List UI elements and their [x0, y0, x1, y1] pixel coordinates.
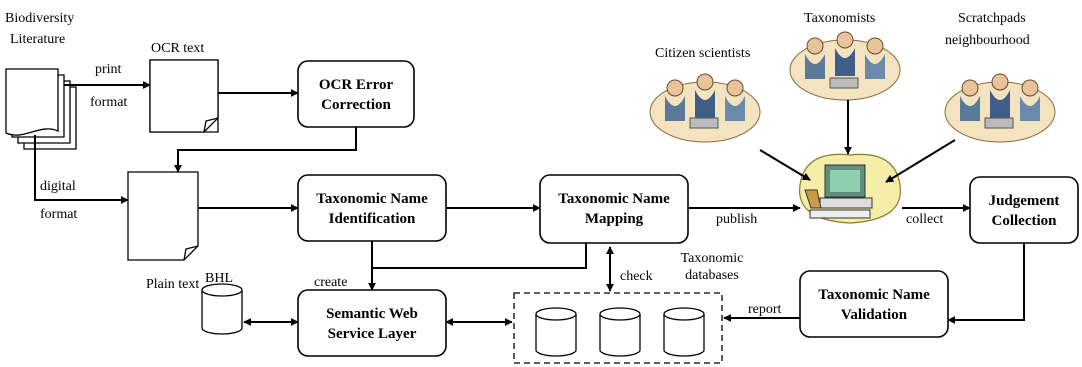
taxonomic-name-identification-label-1: Taxonomic Name [316, 191, 428, 207]
scratchpads-neighbourhood-illustration [944, 73, 1056, 143]
connectors [34, 81, 1025, 326]
semantic-web-service-layer-label-1: Semantic Web [326, 306, 418, 322]
edge-correction-to-plaintext [174, 127, 357, 173]
taxonomic-name-identification-box [297, 174, 447, 242]
ocr-error-correction-label-2: Correction [321, 97, 391, 113]
check-label: check [620, 269, 653, 284]
collect-label: collect [906, 212, 943, 227]
print-label: print [95, 62, 122, 77]
ocr-error-correction-label-1: OCR Error [319, 77, 394, 93]
judgement-collection-label-1: Judgement [989, 193, 1060, 209]
citizen-scientists-illustration [649, 73, 761, 143]
report-label: report [748, 302, 782, 317]
ocr-text-document [149, 59, 219, 133]
taxonomists-illustration [789, 31, 901, 101]
taxonomic-name-mapping-label-2: Mapping [585, 211, 644, 227]
taxonomic-databases-label-2: databases [685, 268, 739, 283]
taxonomic-databases-label-1: Taxonomic [681, 251, 744, 266]
judgement-collection-box [969, 176, 1079, 244]
semantic-web-service-layer-label-2: Service Layer [328, 326, 417, 342]
bhl-label: BHL [205, 271, 233, 286]
biodiversity-literature-document [5, 68, 77, 150]
computer-icon [799, 153, 901, 224]
ocr-error-correction-box [297, 60, 415, 128]
scratchpads-label-2: neighbourhood [945, 33, 1030, 48]
digital-label: digital [40, 179, 76, 194]
format-label-1: format [90, 95, 127, 110]
scratchpads-label-1: Scratchpads [958, 11, 1026, 26]
taxonomic-name-validation-label-1: Taxonomic Name [818, 287, 930, 303]
edge-mapping-create [372, 243, 587, 269]
taxonomic-database-icon-1 [535, 307, 577, 357]
taxonomists-label: Taxonomists [804, 11, 875, 26]
taxonomic-name-validation-box [799, 270, 949, 338]
taxonomic-name-validation-label-2: Validation [841, 307, 908, 323]
taxonomic-database-icon-3 [663, 307, 705, 357]
publish-label: publish [716, 212, 757, 227]
format-label-2: format [40, 207, 77, 222]
taxonomic-name-identification-label-2: Identification [329, 211, 416, 227]
create-label: create [314, 275, 347, 290]
biodiversity-literature-label-2: Literature [10, 32, 65, 47]
biodiversity-literature-label-1: Biodiversity [5, 11, 74, 26]
plain-text-label: Plain text [146, 277, 199, 292]
ocr-text-label: OCR text [151, 41, 204, 56]
taxonomic-name-mapping-label-1: Taxonomic Name [558, 191, 670, 207]
bhl-database-icon [201, 283, 243, 335]
plain-text-document [127, 171, 199, 261]
edge-digital-format [34, 135, 129, 204]
edge-collection-to-validation [947, 243, 1025, 324]
edge-citizen-to-computer [759, 149, 811, 181]
citizen-scientists-label: Citizen scientists [655, 46, 750, 61]
taxonomic-database-icon-2 [599, 307, 641, 357]
taxonomic-databases-group [513, 292, 723, 364]
edge-scratchpads-to-computer [885, 139, 956, 183]
taxonomic-name-mapping-box [539, 174, 689, 244]
semantic-web-service-layer-box [297, 289, 447, 357]
judgement-collection-label-2: Collection [992, 213, 1058, 229]
